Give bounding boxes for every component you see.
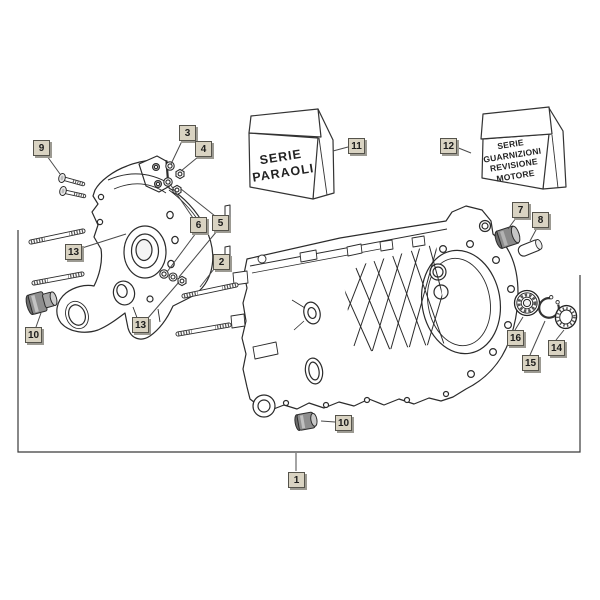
part-callout-12-12[interactable]: 12 (440, 138, 458, 154)
parts-kit-bag-guarnizioni (480, 106, 567, 190)
washer (165, 161, 175, 171)
stud-bolt (175, 322, 232, 337)
leader-lines (35, 140, 565, 471)
bearing-drawing (513, 289, 541, 317)
stud-bolts-drawing (28, 228, 239, 337)
group-frame-bracket (17, 230, 581, 453)
part-callout-3-2[interactable]: 3 (179, 125, 196, 141)
nut (175, 168, 185, 180)
leader-line-3 (170, 140, 183, 165)
part-callout-2-1[interactable]: 2 (213, 254, 230, 270)
leader-line-7 (507, 217, 517, 230)
crankcase-half-right-drawing (230, 205, 519, 418)
leader-line-9 (46, 155, 61, 175)
leader-line-6 (169, 183, 194, 219)
part-callout-14-15[interactable]: 14 (548, 340, 566, 356)
part-callout-10-9[interactable]: 10 (25, 327, 43, 343)
fasteners-drawing (159, 161, 187, 287)
leader-line-13 (81, 233, 127, 249)
oil-seal-drawing (554, 304, 578, 330)
cooling-ribs (342, 244, 448, 353)
leader-line-6 (166, 232, 197, 273)
nut (177, 275, 187, 287)
part-callout-13-14[interactable]: 13 (132, 317, 150, 333)
part-callout-1-0[interactable]: 1 (288, 472, 305, 488)
part-callout-8-7[interactable]: 8 (532, 212, 549, 228)
roller-cage-drawing (494, 225, 521, 249)
part-callout-6-5[interactable]: 6 (190, 217, 207, 233)
bushing-right-drawing (294, 411, 318, 431)
leader-line-5 (180, 188, 216, 217)
leader-line-16 (514, 316, 524, 331)
parts-kit-bag-paraoli (248, 108, 335, 200)
crankcase-half-left-drawing (56, 155, 231, 340)
leader-line-10 (35, 312, 42, 328)
leader-line-2 (199, 268, 215, 288)
leader-line-5 (178, 230, 218, 278)
leader-line-11 (332, 146, 349, 152)
part-callout-16-17[interactable]: 16 (507, 330, 525, 346)
stud-bolt (181, 282, 239, 299)
washer (168, 272, 178, 282)
screw (58, 172, 86, 187)
part-callout-5-4[interactable]: 5 (212, 215, 229, 231)
screws-drawing (58, 172, 87, 199)
leader-line-15 (529, 320, 546, 356)
stud-bolt (28, 228, 86, 245)
leader-line-10 (320, 420, 336, 423)
stud-bolt (31, 271, 85, 286)
part-callout-11-11[interactable]: 11 (348, 138, 365, 154)
pin-drawing (517, 239, 543, 257)
part-callout-13-13[interactable]: 13 (65, 244, 83, 260)
part-callout-10-10[interactable]: 10 (335, 415, 353, 431)
part-callout-15-16[interactable]: 15 (522, 355, 540, 371)
screw (59, 185, 87, 199)
leader-line-13 (147, 281, 180, 319)
leader-line-8 (529, 227, 538, 242)
bushing-left-drawing (25, 291, 58, 316)
part-callout-9-8[interactable]: 9 (33, 140, 50, 156)
part-callout-7-6[interactable]: 7 (512, 202, 529, 218)
leader-line-12 (455, 146, 472, 154)
leader-line-14 (555, 329, 565, 341)
leader-line-4 (180, 156, 199, 172)
part-callout-4-3[interactable]: 4 (195, 141, 212, 157)
washer (159, 269, 169, 279)
